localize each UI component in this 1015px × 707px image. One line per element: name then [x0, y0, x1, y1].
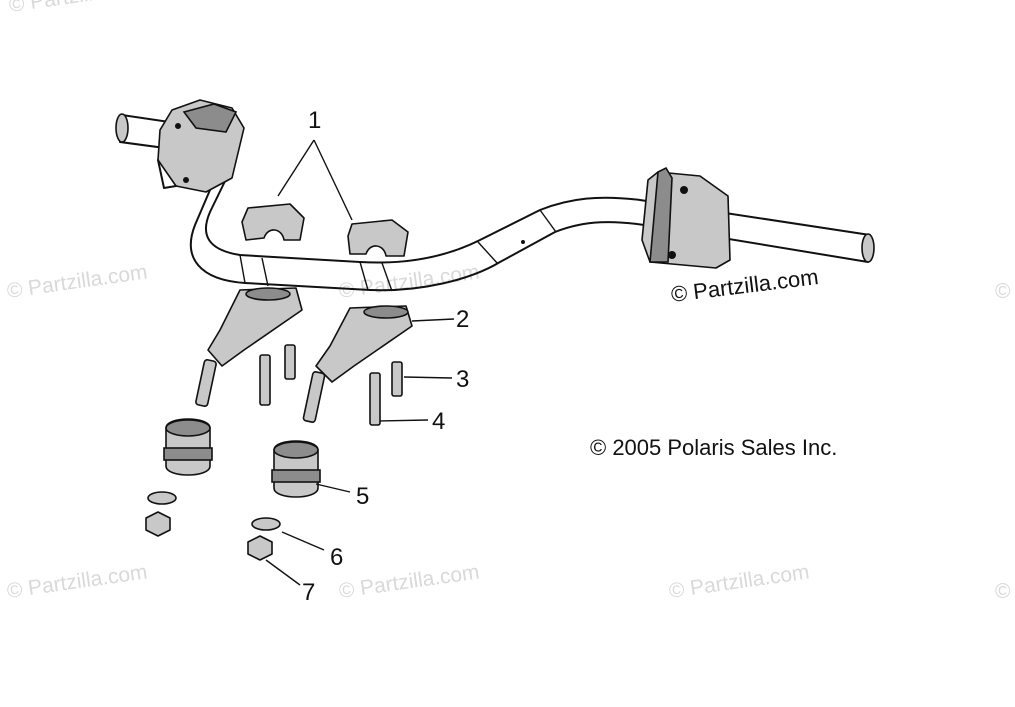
bushing-left	[163, 418, 213, 476]
publisher-notice: © 2005 Polaris Sales Inc.	[590, 435, 837, 460]
callout-6: 6	[330, 544, 343, 571]
watermark: © Partzilla.com	[7, 0, 150, 17]
cap-screws	[259, 344, 403, 426]
callout-2: 2	[456, 306, 469, 333]
riser-right	[302, 305, 413, 423]
upper-clamp-cap-left	[241, 203, 305, 241]
watermark: © Partzilla.com	[5, 560, 148, 602]
watermark: ©	[995, 580, 1011, 603]
left-bar-end	[115, 113, 129, 143]
left-switch-housing	[157, 99, 245, 193]
copyright-stamp: © Partzilla.com	[670, 264, 820, 307]
leader-lines	[265, 139, 455, 586]
watermark: ©	[995, 280, 1011, 303]
nut-right	[247, 535, 273, 561]
bushing-right	[271, 440, 321, 498]
watermark: © Partzilla.com	[337, 260, 480, 302]
callout-7: 7	[302, 579, 315, 606]
watermark: © Partzilla.com	[5, 260, 148, 302]
right-bar-end	[861, 233, 875, 263]
watermark: © Partzilla.com	[667, 560, 810, 602]
watermark: © Partzilla.com	[337, 560, 480, 602]
riser-left	[195, 287, 303, 407]
washer-left	[147, 491, 177, 505]
washer-right	[251, 517, 281, 531]
upper-clamp-cap-right	[347, 219, 409, 257]
callout-4: 4	[432, 408, 445, 435]
nut-left	[145, 511, 171, 537]
right-switch-housing	[641, 166, 731, 269]
callout-5: 5	[356, 483, 369, 510]
callout-numbers: 1 2 3 4 5 6 7	[302, 107, 469, 606]
callout-1: 1	[308, 107, 321, 134]
callout-3: 3	[456, 366, 469, 393]
